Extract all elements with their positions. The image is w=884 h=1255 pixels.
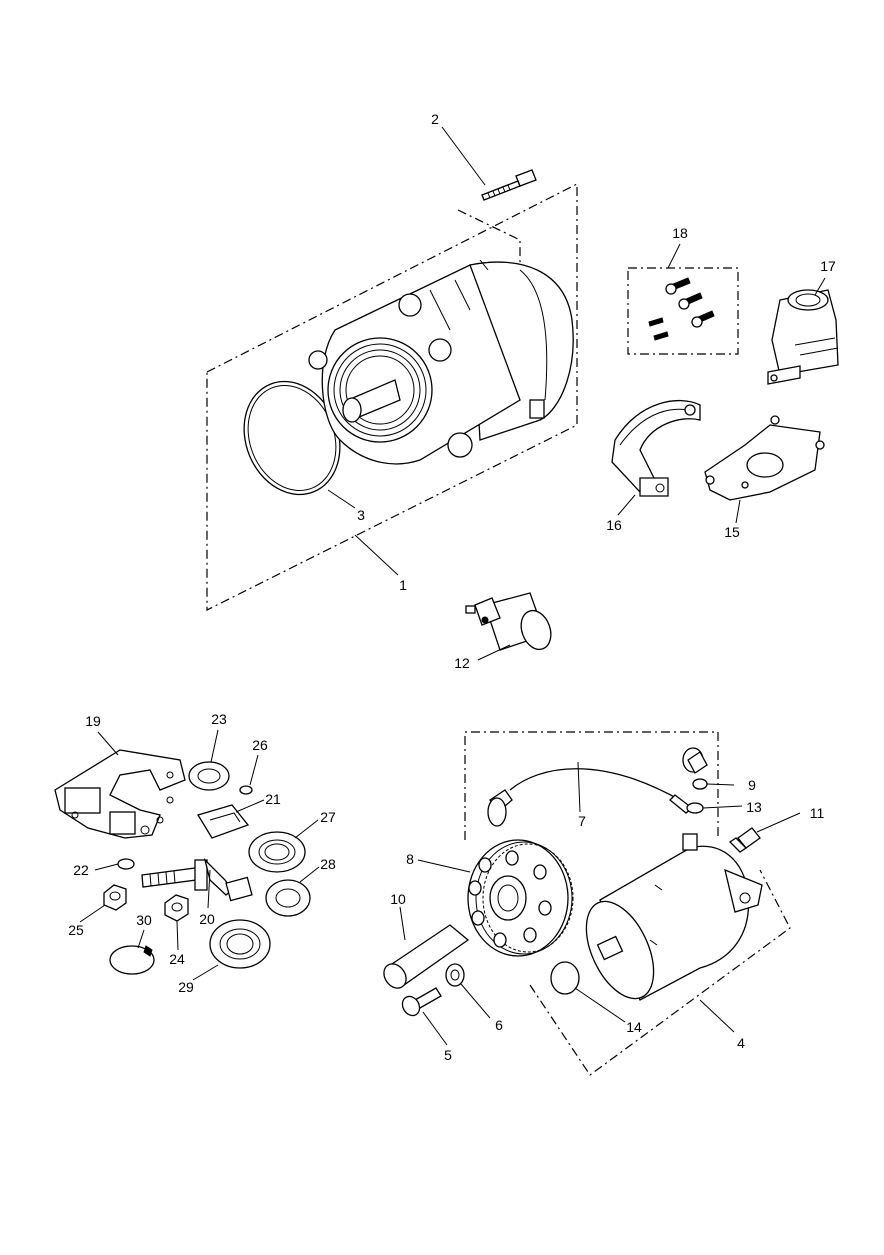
callout-12: 12 [454,655,470,671]
nut-24 [164,894,189,922]
callout-18: 18 [672,225,688,241]
callout-7: 7 [578,813,586,829]
clip-21 [197,804,250,839]
o-ring-14 [550,961,580,995]
circlip-30 [109,945,155,975]
callout-22: 22 [73,862,89,878]
callout-16: 16 [606,517,622,533]
starter-solenoid [465,592,552,651]
callout-4: 4 [737,1035,745,1051]
starter-cable [487,747,708,827]
callout-25: 25 [68,922,84,938]
screw-5 [401,987,442,1017]
callout-5: 5 [444,1047,452,1063]
callout-10: 10 [390,891,406,907]
callout-26: 26 [252,737,268,753]
callout-20: 20 [199,911,215,927]
callout-labels: 1 2 3 4 5 6 7 8 9 10 11 12 13 14 15 16 1… [68,111,836,1063]
terminal-washer-13 [686,802,704,814]
washer-6 [445,963,465,987]
starter-motor-outline [529,869,791,1076]
brush-holder-plate [611,399,701,497]
small-bearing-23 [188,761,230,791]
callout-6: 6 [495,1017,503,1033]
starter-gear-8 [467,839,574,957]
starter-cable-outline [464,731,719,840]
callout-11: 11 [810,805,825,821]
callout-8: 8 [406,851,414,867]
callout-29: 29 [178,979,194,995]
alternator-body [308,259,574,465]
cover-plate [704,415,825,501]
starter-motor-4 [585,833,763,1001]
idler-shaft-10 [383,924,470,989]
bearing-29 [209,919,271,969]
callout-19: 19 [85,713,101,729]
callout-1: 1 [399,577,407,593]
washer-22 [117,858,135,870]
callout-23: 23 [211,711,227,727]
callout-14: 14 [626,1019,642,1035]
callout-2: 2 [431,111,439,127]
brush-plate [54,749,186,839]
callout-21: 21 [265,791,281,807]
bearing-27 [248,831,306,873]
brush-assembly-20 [141,857,253,902]
callout-3: 3 [357,507,365,523]
callout-30: 30 [136,912,152,928]
bearing-28 [265,879,311,917]
callout-28: 28 [320,856,336,872]
bolt-11 [728,827,761,853]
nut-25 [103,884,127,911]
washer-26 [239,785,253,795]
regulator-bracket [767,289,839,385]
callout-27: 27 [320,809,336,825]
leader-lines [79,126,826,1046]
alternator-bolt [457,169,537,265]
callout-13: 13 [746,799,762,815]
screw-set-box [627,267,739,355]
terminal-nut-9 [692,778,708,790]
callout-15: 15 [724,524,740,540]
callout-24: 24 [169,951,185,967]
callout-17: 17 [820,258,836,274]
callout-9: 9 [748,777,756,793]
